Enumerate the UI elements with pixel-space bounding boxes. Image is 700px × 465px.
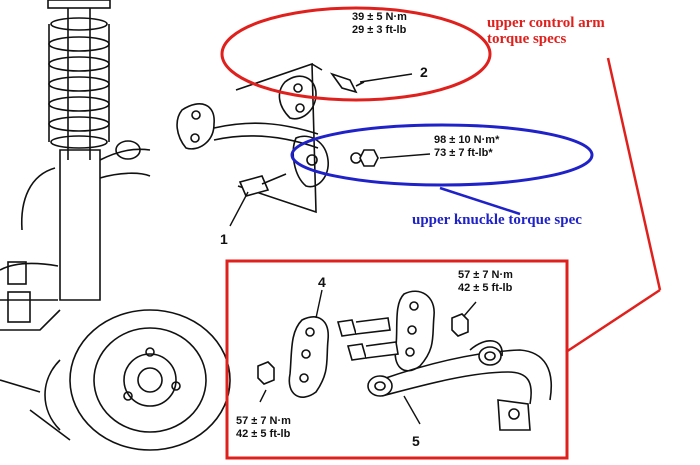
inset-box [225,259,569,460]
callout-4: 4 [318,274,326,290]
inset-arm-icon [288,290,552,431]
ctrl-arm-spec-nm: 39 ± 5 N·m [352,11,407,23]
nut-icon [350,149,379,167]
ctrl-arm-spec-ftlb: 29 ± 3 ft-lb [352,24,407,36]
red-arrow [565,57,662,354]
blue-arrow [439,186,521,216]
bolt-icon [238,72,365,197]
upper-control-arm-note-line2: torque specs [487,30,567,47]
inset-nut-icon [257,313,469,385]
knuckle-spec-nm: 98 ± 10 N·m* [434,134,500,146]
red-ellipse [220,6,492,102]
knuckle-spec-ftlb: 73 ± 7 ft-lb* [434,147,493,159]
callout-2: 2 [420,64,428,80]
leader-lines [229,73,431,227]
upper-control-arm-note: upper control arm torque specs [487,15,605,48]
inset-left-spec-nm: 57 ± 7 N·m [236,415,291,427]
blue-ellipse [290,123,594,187]
callout-1: 1 [220,231,228,247]
brake-drum-icon [0,309,231,451]
upper-control-arm-note-line1: upper control arm [487,15,605,31]
inset-right-spec-nm: 57 ± 7 N·m [458,269,513,281]
callout-5: 5 [412,433,420,449]
inset-right-spec-ftlb: 42 ± 5 ft-lb [458,282,513,294]
inset-bolt-icon [336,317,399,361]
inset-left-spec-ftlb: 42 ± 5 ft-lb [236,428,291,440]
bushing-icon [367,346,502,397]
coil-spring-icon [47,0,111,160]
strut-icon [0,140,151,331]
upper-knuckle-note: upper knuckle torque spec [412,212,582,228]
inset-leader-lines [259,289,477,425]
